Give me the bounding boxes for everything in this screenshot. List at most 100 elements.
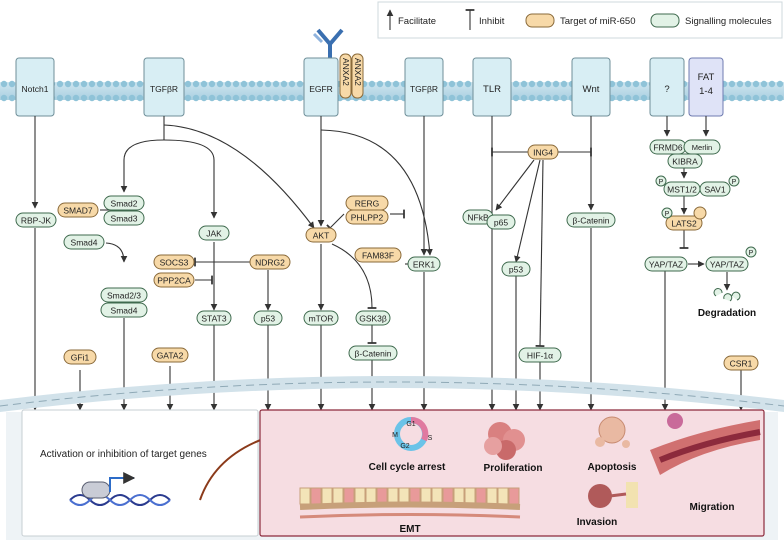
target-ndrg2-label: NDRG2 — [255, 258, 285, 268]
epithelial-cell — [442, 487, 454, 505]
mol-yaptaz-b-label: YAP/TAZ — [710, 260, 744, 270]
outcome-migration: Migration — [690, 502, 735, 513]
lipid-head — [136, 94, 144, 102]
lipid-head — [64, 94, 72, 102]
mol-sav1-label: SAV1 — [704, 185, 725, 195]
lipid-head — [72, 80, 80, 88]
degradation-fragments-icon — [713, 288, 741, 302]
lipid-head — [368, 80, 376, 88]
lipid-head — [392, 80, 400, 88]
lipid-head — [744, 80, 752, 88]
lipid-head — [184, 80, 192, 88]
epithelial-cell — [321, 487, 333, 505]
mol-erk1 — [407, 256, 441, 272]
antibody-icon — [312, 28, 344, 60]
lipid-head — [448, 80, 456, 88]
lipid-head — [544, 80, 552, 88]
legend-inhibit: Inhibit — [479, 16, 505, 27]
phospho-mst-icon: P — [659, 179, 664, 186]
lipid-head — [616, 94, 624, 102]
lipid-head — [264, 94, 272, 102]
lipid-head — [536, 94, 544, 102]
epithelial-cell — [376, 487, 388, 505]
outcome-proliferation: Proliferation — [484, 463, 543, 474]
lipid-head — [624, 80, 632, 88]
mol-jak-label: JAK — [206, 229, 222, 239]
lipid-head — [360, 94, 368, 102]
lipid-head — [192, 80, 200, 88]
mol-smad23-label: Smad2/3 — [107, 291, 141, 301]
target-ing4 — [527, 144, 559, 160]
mol-smad4b — [100, 302, 148, 318]
mol-hif1a — [518, 347, 562, 363]
target-swatch-icon — [525, 13, 555, 28]
mol-smad4 — [63, 234, 105, 250]
migration-icon — [650, 413, 761, 475]
lipid-head — [296, 80, 304, 88]
lipid-head — [512, 94, 520, 102]
mol-smad4-label: Smad4 — [71, 238, 98, 248]
mol-stat3-label: STAT3 — [201, 314, 226, 324]
lipid-head — [752, 80, 760, 88]
lipid-head — [528, 94, 536, 102]
lipid-head — [448, 94, 456, 102]
receptor-egfr-label: EGFR — [309, 84, 333, 94]
phase-s: S — [428, 435, 433, 442]
mol-bcatenin-a — [348, 345, 398, 361]
mol-smad4b-label: Smad4 — [111, 306, 138, 316]
invasion-icon — [588, 482, 638, 508]
lipid-head — [536, 80, 544, 88]
lipid-head — [624, 94, 632, 102]
lipid-head — [456, 94, 464, 102]
legend-target: Target of miR-650 — [560, 16, 636, 27]
target-smad7 — [57, 202, 99, 218]
phase-m: M — [392, 432, 398, 439]
mol-merlin-label: Merlin — [692, 143, 712, 152]
anxa2-b — [351, 53, 364, 99]
receptors: Notch1 TGFβR EGFR ANXA2 ANXA2 TGFβR TLR … — [15, 53, 724, 117]
lipid-head — [528, 80, 536, 88]
lipid-head — [256, 94, 264, 102]
target-phlpp2 — [345, 209, 389, 225]
epithelial-cell — [453, 487, 465, 505]
mol-p53-b — [501, 261, 531, 277]
lipid-head — [192, 94, 200, 102]
gene-regulation-label: Activation or inhibition of target genes — [40, 449, 207, 460]
proliferation-icon — [484, 422, 525, 460]
lipid-head — [248, 80, 256, 88]
lipid-head — [264, 80, 272, 88]
mol-p65 — [486, 214, 516, 230]
lipid-head — [216, 94, 224, 102]
lipid-head — [384, 94, 392, 102]
receptor-tgfbr-2-label: TGFβR — [410, 84, 438, 94]
mol-frmd6-label: FRMD6 — [653, 143, 683, 153]
epithelial-cell — [299, 487, 311, 505]
outcome-apoptosis: Apoptosis — [588, 462, 637, 473]
lipid-head — [376, 80, 384, 88]
transcription-arrow-icon — [109, 472, 136, 492]
apoptosis-icon — [595, 416, 630, 448]
degradation-label: Degradation — [698, 308, 756, 319]
lipid-head — [768, 80, 776, 88]
epithelial-cell — [475, 487, 487, 505]
outcomes-panel: G1 S G2 M Cell cycle arrest Proliferatio… — [259, 409, 765, 537]
lipid-head — [728, 80, 736, 88]
epithelial-cell — [332, 487, 344, 505]
lipid-head — [224, 80, 232, 88]
target-ppp2ca-label: PPP2CA — [157, 276, 191, 286]
phospho-sav-icon: P — [732, 179, 737, 186]
lipid-head — [456, 80, 464, 88]
lipid-head — [128, 80, 136, 88]
mol-sav1 — [699, 181, 731, 197]
lipid-head — [112, 80, 120, 88]
lipid-head — [632, 80, 640, 88]
lipid-head — [520, 94, 528, 102]
lipid-head — [736, 80, 744, 88]
epithelial-cell — [497, 487, 509, 505]
lipid-head — [80, 94, 88, 102]
lipid-head — [752, 94, 760, 102]
mol-kibra-label: KIBRA — [672, 157, 698, 167]
target-phlpp2-label: PHLPP2 — [351, 213, 384, 223]
receptor-wnt-label: Wnt — [583, 84, 600, 95]
lipid-head — [464, 80, 472, 88]
